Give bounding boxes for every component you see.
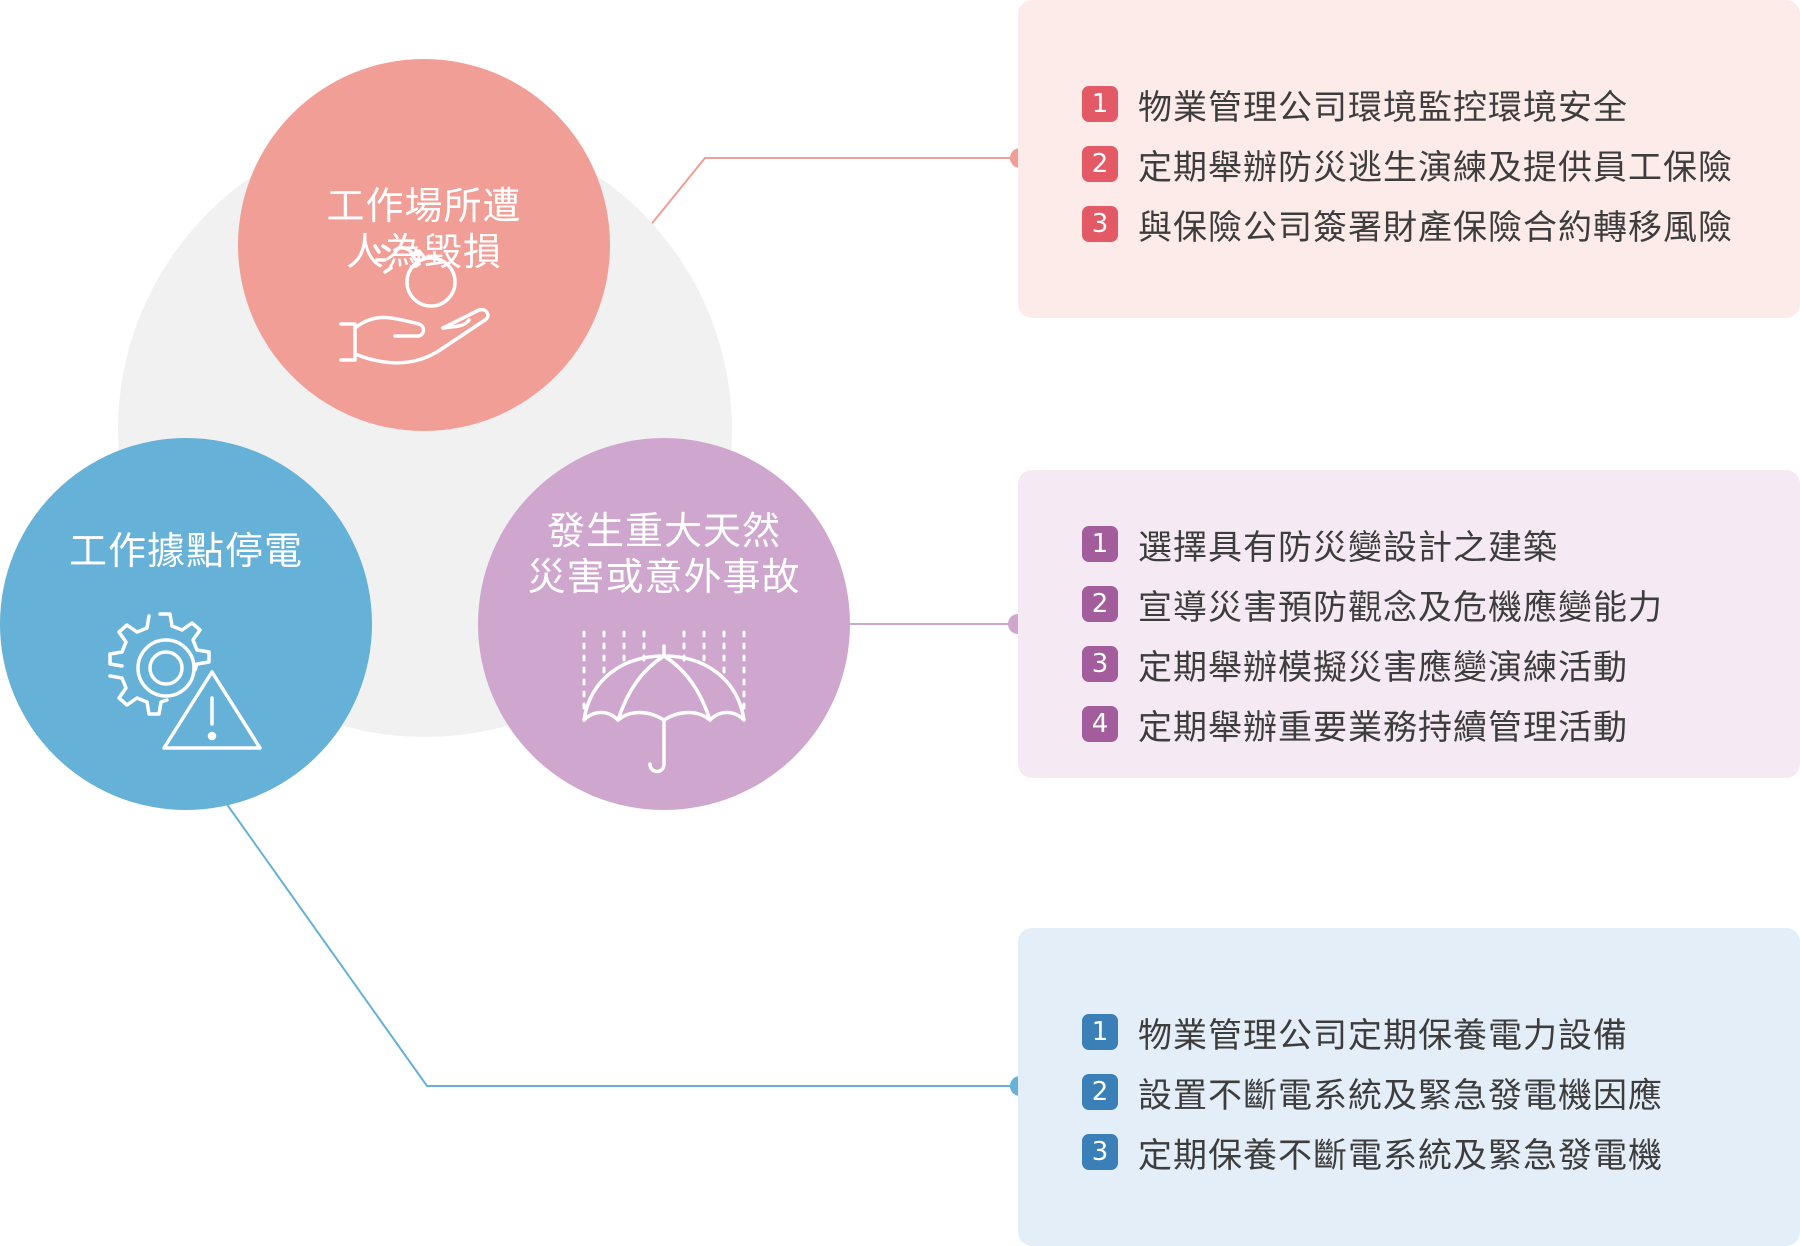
- list-item: 2 宣導災害預防觀念及危機應變能力: [1082, 574, 1663, 634]
- list-item: 3 與保險公司簽署財產保險合約轉移風險: [1082, 194, 1733, 254]
- list-item: 1 物業管理公司環境監控環境安全: [1082, 74, 1733, 134]
- connector-power: [225, 802, 1020, 1087]
- risk-circle-power: 工作據點停電: [0, 438, 372, 810]
- number-badge: 2: [1082, 1074, 1118, 1110]
- number-badge: 1: [1082, 86, 1118, 122]
- list-item: 1 選擇具有防災變設計之建築: [1082, 514, 1663, 574]
- measures-list: 1 物業管理公司定期保養電力設備 2 設置不斷電系統及緊急發電機因應 3 定期保養不斷…: [1082, 1002, 1663, 1182]
- list-item: 1 物業管理公司定期保養電力設備: [1082, 1002, 1663, 1062]
- risk-title-damage: 工作場所遭 人為毀損: [238, 183, 610, 275]
- risk-circle-damage: 工作場所遭 人為毀損: [238, 59, 610, 431]
- measure-text: 與保險公司簽署財產保險合約轉移風險: [1138, 207, 1733, 248]
- list-item: 2 設置不斷電系統及緊急發電機因應: [1082, 1062, 1663, 1122]
- measure-text: 定期舉辦模擬災害應變演練活動: [1138, 647, 1628, 688]
- measures-list: 1 選擇具有防災變設計之建築 2 宣導災害預防觀念及危機應變能力 3 定期舉辦模擬災害…: [1082, 514, 1663, 754]
- measure-text: 設置不斷電系統及緊急發電機因應: [1138, 1075, 1663, 1116]
- number-badge: 2: [1082, 146, 1118, 182]
- measure-text: 定期保養不斷電系統及緊急發電機: [1138, 1135, 1663, 1176]
- risk-title-power: 工作據點停電: [0, 528, 372, 574]
- risk-title-line: 災害或意外事故: [527, 555, 801, 599]
- number-badge: 4: [1082, 706, 1118, 742]
- risk-title-line: 工作場所遭: [326, 184, 522, 228]
- measures-list: 1 物業管理公司環境監控環境安全 2 定期舉辦防災逃生演練及提供員工保險 3 與保險公…: [1082, 74, 1733, 254]
- bomb-in-hand-icon: [339, 244, 490, 365]
- measures-panel-damage: 1 物業管理公司環境監控環境安全 2 定期舉辦防災逃生演練及提供員工保險 3 與保險公…: [1018, 0, 1800, 318]
- number-badge: 1: [1082, 526, 1118, 562]
- risk-title-line: 工作據點停電: [68, 529, 303, 573]
- number-badge: 1: [1082, 1014, 1118, 1050]
- number-badge: 3: [1082, 646, 1118, 682]
- list-item: 3 定期舉辦模擬災害應變演練活動: [1082, 634, 1663, 694]
- gear-warning-icon: [108, 612, 262, 750]
- measure-text: 定期舉辦重要業務持續管理活動: [1138, 707, 1628, 748]
- risk-title-disaster: 發生重大天然 災害或意外事故: [478, 508, 850, 600]
- measure-text: 定期舉辦防災逃生演練及提供員工保險: [1138, 147, 1733, 188]
- number-badge: 2: [1082, 586, 1118, 622]
- measure-text: 選擇具有防災變設計之建築: [1138, 527, 1558, 568]
- measures-panel-power: 1 物業管理公司定期保養電力設備 2 設置不斷電系統及緊急發電機因應 3 定期保養不斷…: [1018, 928, 1800, 1246]
- risk-title-line: 發生重大天然: [546, 509, 781, 553]
- list-item: 2 定期舉辦防災逃生演練及提供員工保險: [1082, 134, 1733, 194]
- number-badge: 3: [1082, 206, 1118, 242]
- measure-text: 物業管理公司環境監控環境安全: [1138, 87, 1628, 128]
- risk-circle-disaster: 發生重大天然 災害或意外事故: [478, 438, 850, 810]
- umbrella-rain-icon: [582, 630, 746, 774]
- list-item: 3 定期保養不斷電系統及緊急發電機: [1082, 1122, 1663, 1182]
- measure-text: 物業管理公司定期保養電力設備: [1138, 1015, 1628, 1056]
- connector-damage: [644, 157, 1020, 233]
- list-item: 4 定期舉辦重要業務持續管理活動: [1082, 694, 1663, 754]
- number-badge: 3: [1082, 1134, 1118, 1170]
- measures-panel-disaster: 1 選擇具有防災變設計之建築 2 宣導災害預防觀念及危機應變能力 3 定期舉辦模擬災害…: [1018, 470, 1800, 778]
- measure-text: 宣導災害預防觀念及危機應變能力: [1138, 587, 1663, 628]
- risk-title-line: 人為毀損: [345, 230, 502, 274]
